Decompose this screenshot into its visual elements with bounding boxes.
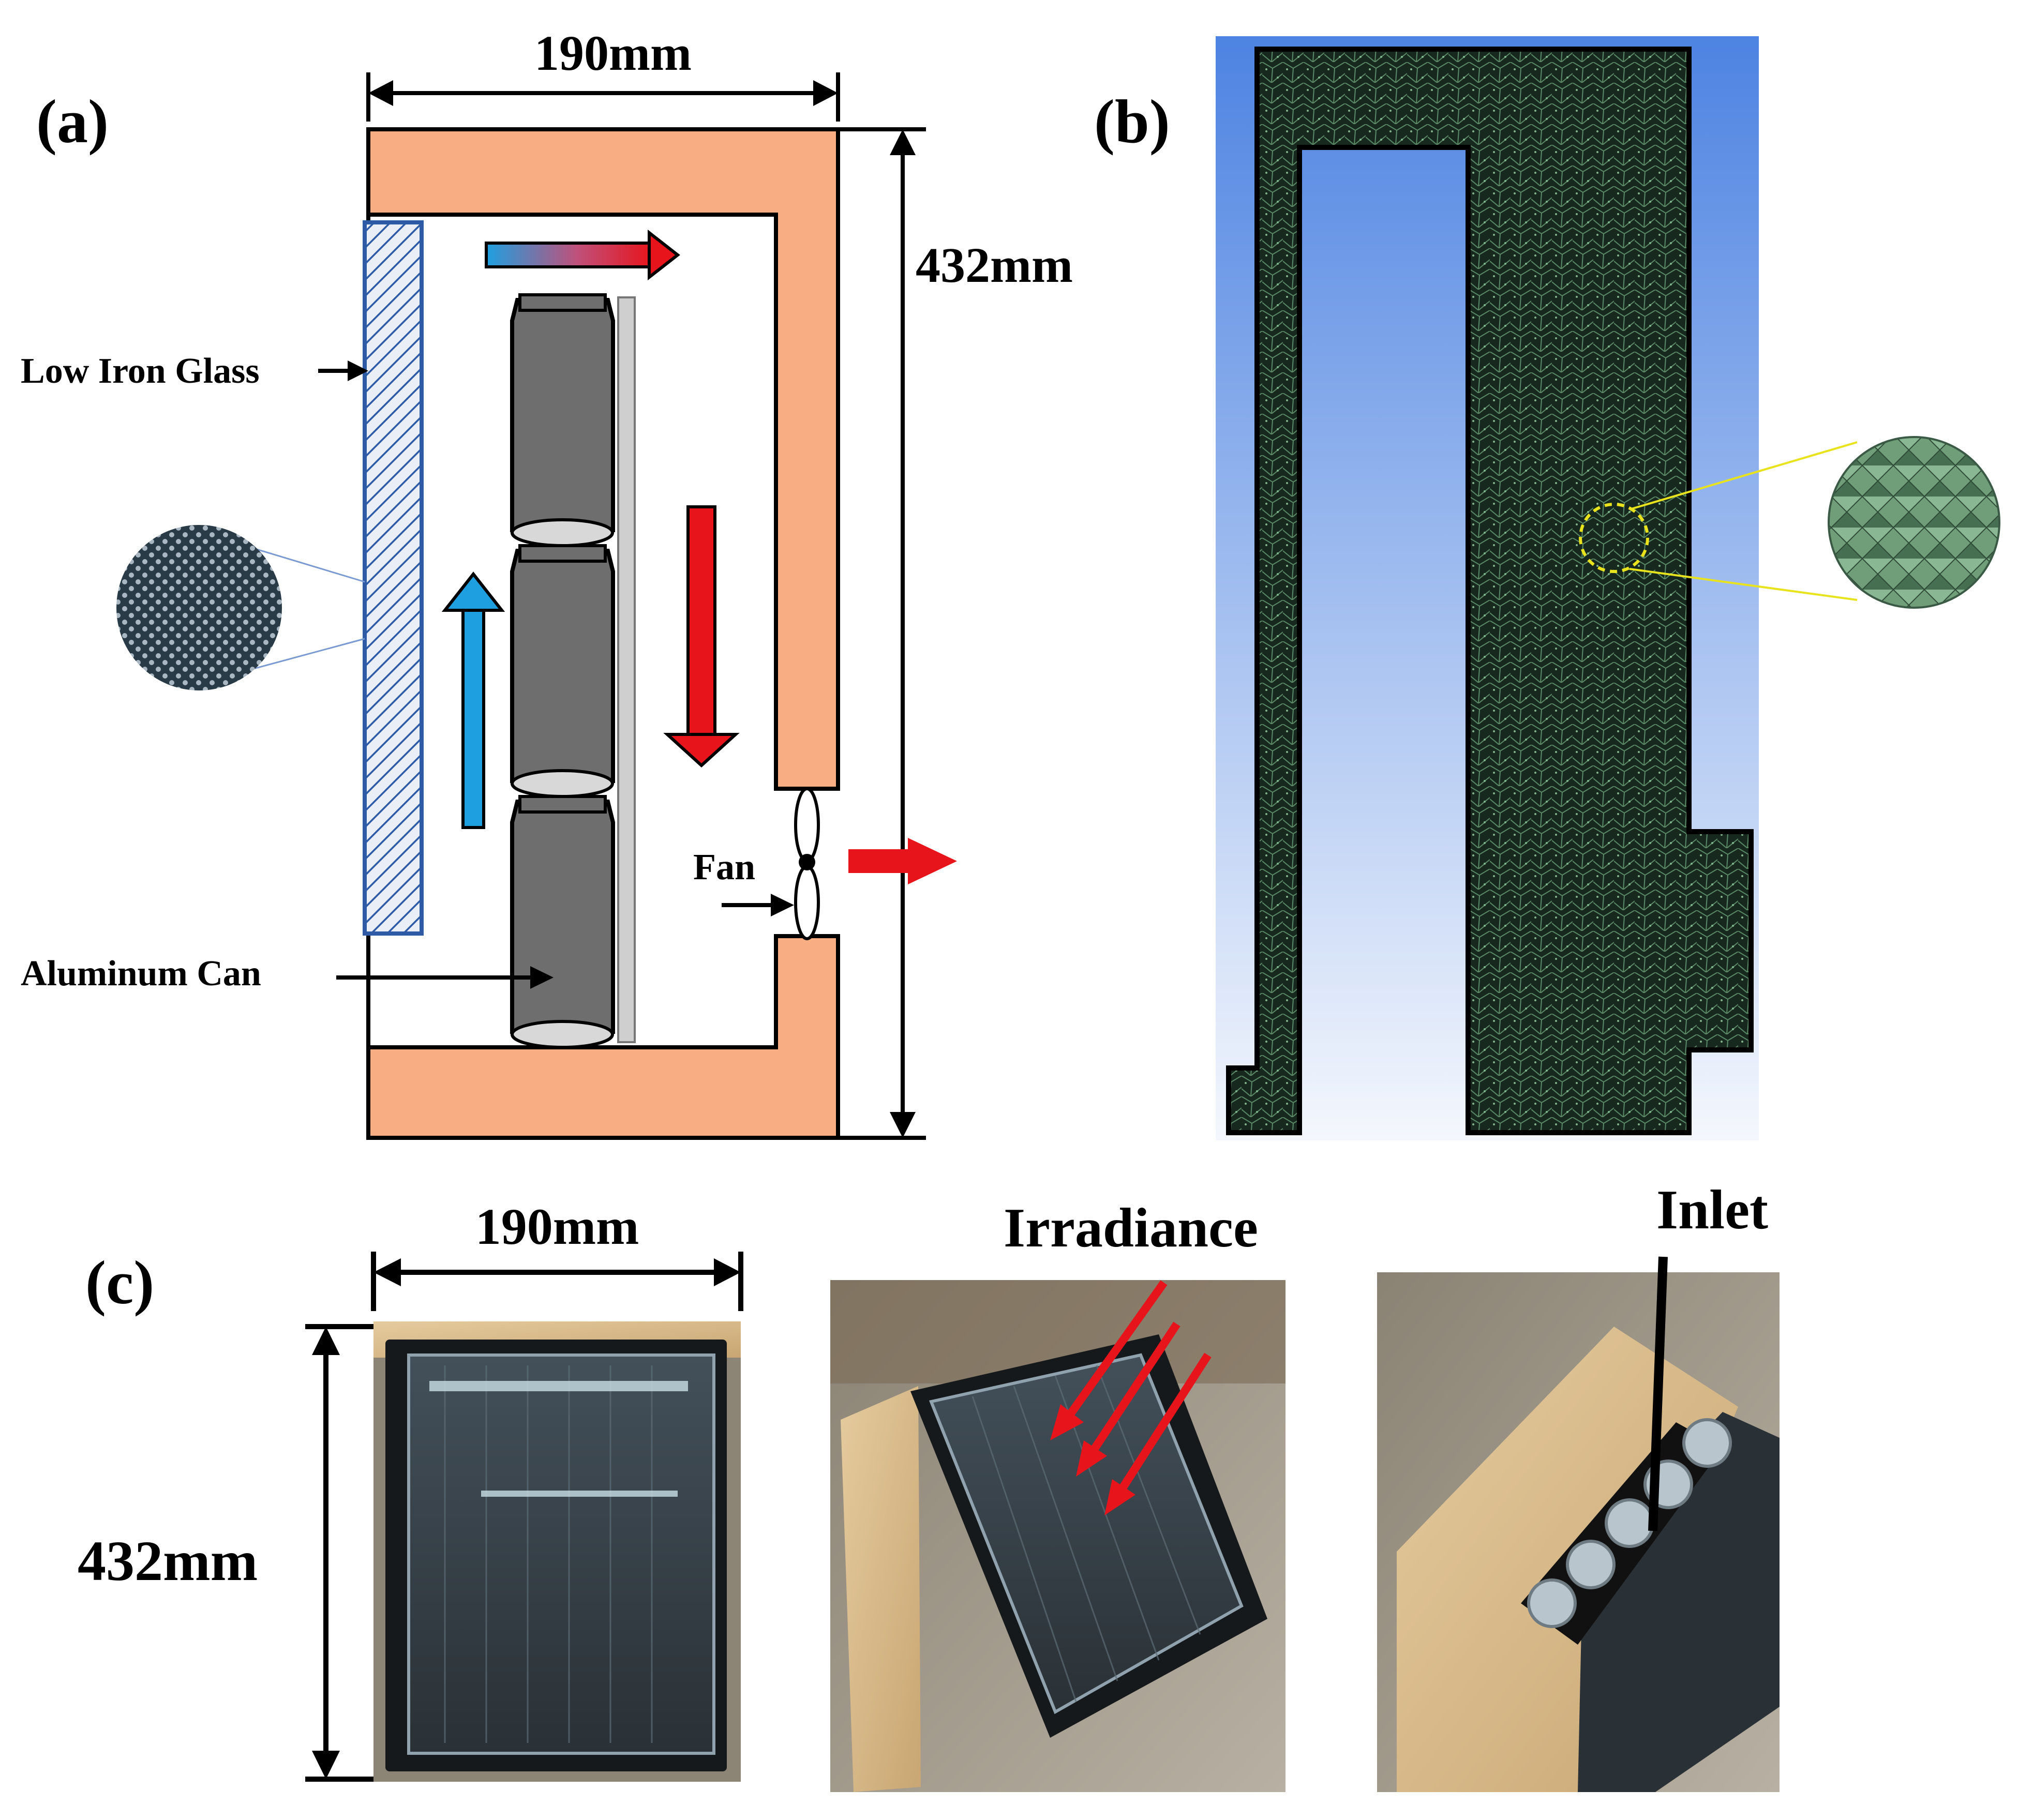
absorber-plate: [617, 296, 636, 1043]
panel-c: (c) 190mm 432mm: [78, 1179, 1780, 1792]
panel-c-tag: (c): [85, 1248, 154, 1317]
panel-b-tag: (b): [1094, 87, 1170, 156]
photo-front-view: [373, 1321, 741, 1782]
height-label-c: 432mm: [78, 1529, 258, 1592]
height-dimension-c: 432mm: [78, 1324, 380, 1782]
height-label-a: 432mm: [916, 237, 1073, 293]
fan-icon: [794, 787, 820, 940]
hot-air-down-arrow: [663, 505, 740, 768]
fan-label: Fan: [693, 846, 755, 888]
zoom-region-marker: [1579, 503, 1649, 573]
height-dimension-a: 432mm: [838, 127, 1073, 1140]
panel-a-tag: (a): [36, 87, 109, 156]
width-dimension-c: 190mm: [371, 1198, 743, 1311]
low-iron-glass: [363, 220, 424, 936]
inlet-label: Inlet: [1656, 1179, 1768, 1241]
panel-b: (b): [1094, 36, 2000, 1140]
airflow-top-arrow: [485, 229, 680, 281]
photo-irradiance-view: [830, 1280, 1285, 1792]
fem-mesh-domain: [1226, 47, 1754, 1135]
mesh-zoom-circle: [1828, 436, 2000, 609]
panel-a: (a) 190mm 432mm Low Iron Glass: [21, 25, 1073, 1140]
photo-inlet-view: [1377, 1256, 1780, 1792]
low-iron-glass-label: Low Iron Glass: [21, 351, 260, 391]
glass-texture-zoom: [116, 525, 365, 690]
inlet-pointer: [1648, 1256, 1668, 1531]
irradiance-arrows: [1050, 1280, 1212, 1515]
aluminum-can-label: Aluminum Can: [21, 954, 261, 994]
width-label-a: 190mm: [534, 25, 692, 81]
width-label-c: 190mm: [475, 1198, 639, 1255]
outlet-arrow: [848, 838, 957, 884]
aluminum-can-stack: [510, 293, 615, 1049]
width-dimension-a: 190mm: [366, 25, 840, 122]
cold-air-up-arrow: [441, 571, 505, 829]
irradiance-label: Irradiance: [1004, 1197, 1258, 1259]
